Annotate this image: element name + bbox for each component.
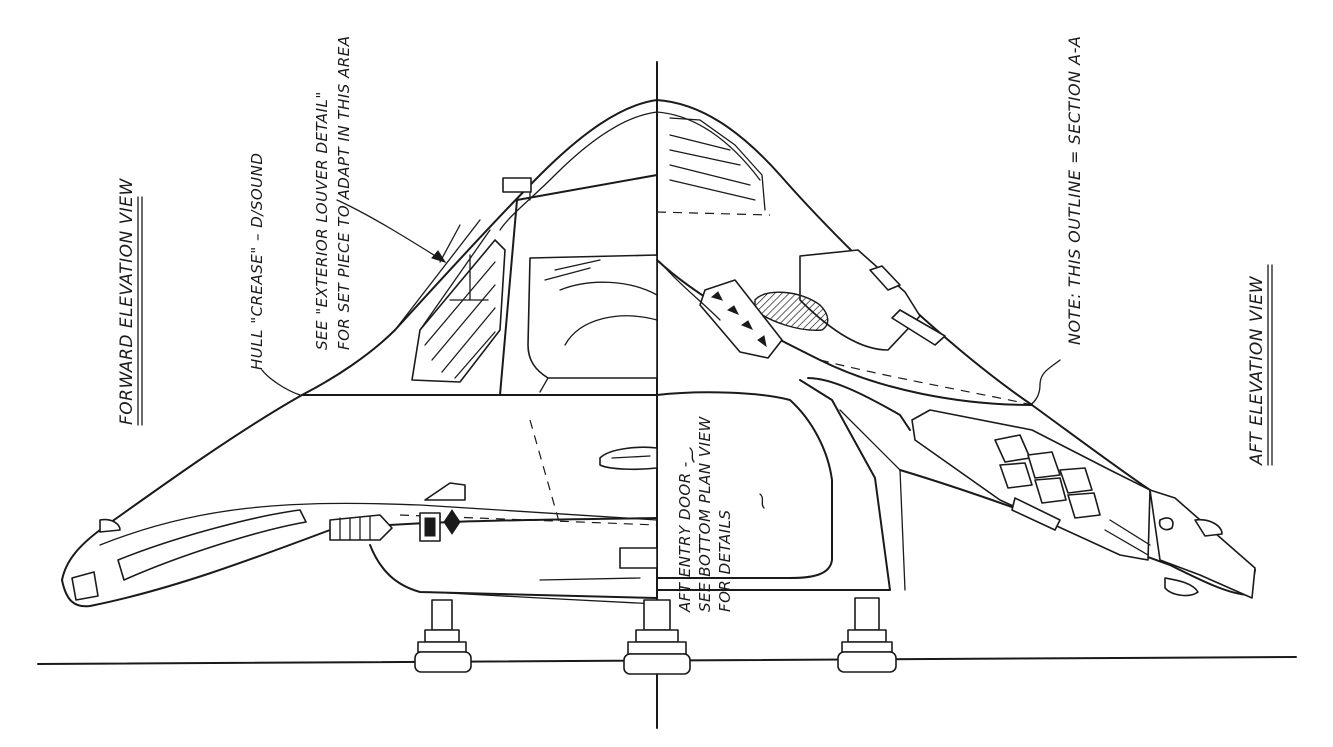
aft-view-title: Aft Elevation View (1247, 275, 1267, 466)
section-note-text: Note: This outline = Section A-A (1065, 36, 1084, 345)
annotation-leaders (261, 199, 1061, 509)
aft-elevation-hull (656, 99, 1256, 673)
door-note-line3: for Details (716, 509, 734, 612)
forward-elevation-hull (61, 99, 691, 675)
label-section-note: Note: This outline = Section A-A (1065, 36, 1084, 345)
label-forward-view: Forward Elevation View (117, 178, 143, 426)
label-hull-crease: Hull "Crease" – d/sound (248, 153, 266, 370)
aft-louver-block (911, 409, 1151, 561)
exterior-louver-panel (411, 239, 506, 383)
hull-crease-text: Hull "Crease" – d/sound (248, 153, 266, 370)
forward-view-title: Forward Elevation View (117, 178, 137, 425)
landing-gear-right (837, 597, 897, 673)
louver-detail-line1: See "Exterior Louver Detail" (313, 91, 331, 350)
door-note-line2: See Bottom Plan View (696, 416, 714, 612)
aft-entry-door (656, 377, 911, 591)
landing-gear-center (623, 599, 691, 675)
label-aft-entry-door: Aft Entry Door - See Bottom Plan View fo… (676, 416, 734, 613)
label-louver-detail: See "Exterior Louver Detail" for Set Pie… (313, 36, 353, 351)
door-note-line1: Aft Entry Door - (676, 461, 694, 613)
louver-detail-line2: for Set Piece to Adapt in this Area (335, 36, 353, 351)
landing-gear-left (414, 599, 472, 673)
label-aft-view: Aft Elevation View (1247, 264, 1273, 466)
